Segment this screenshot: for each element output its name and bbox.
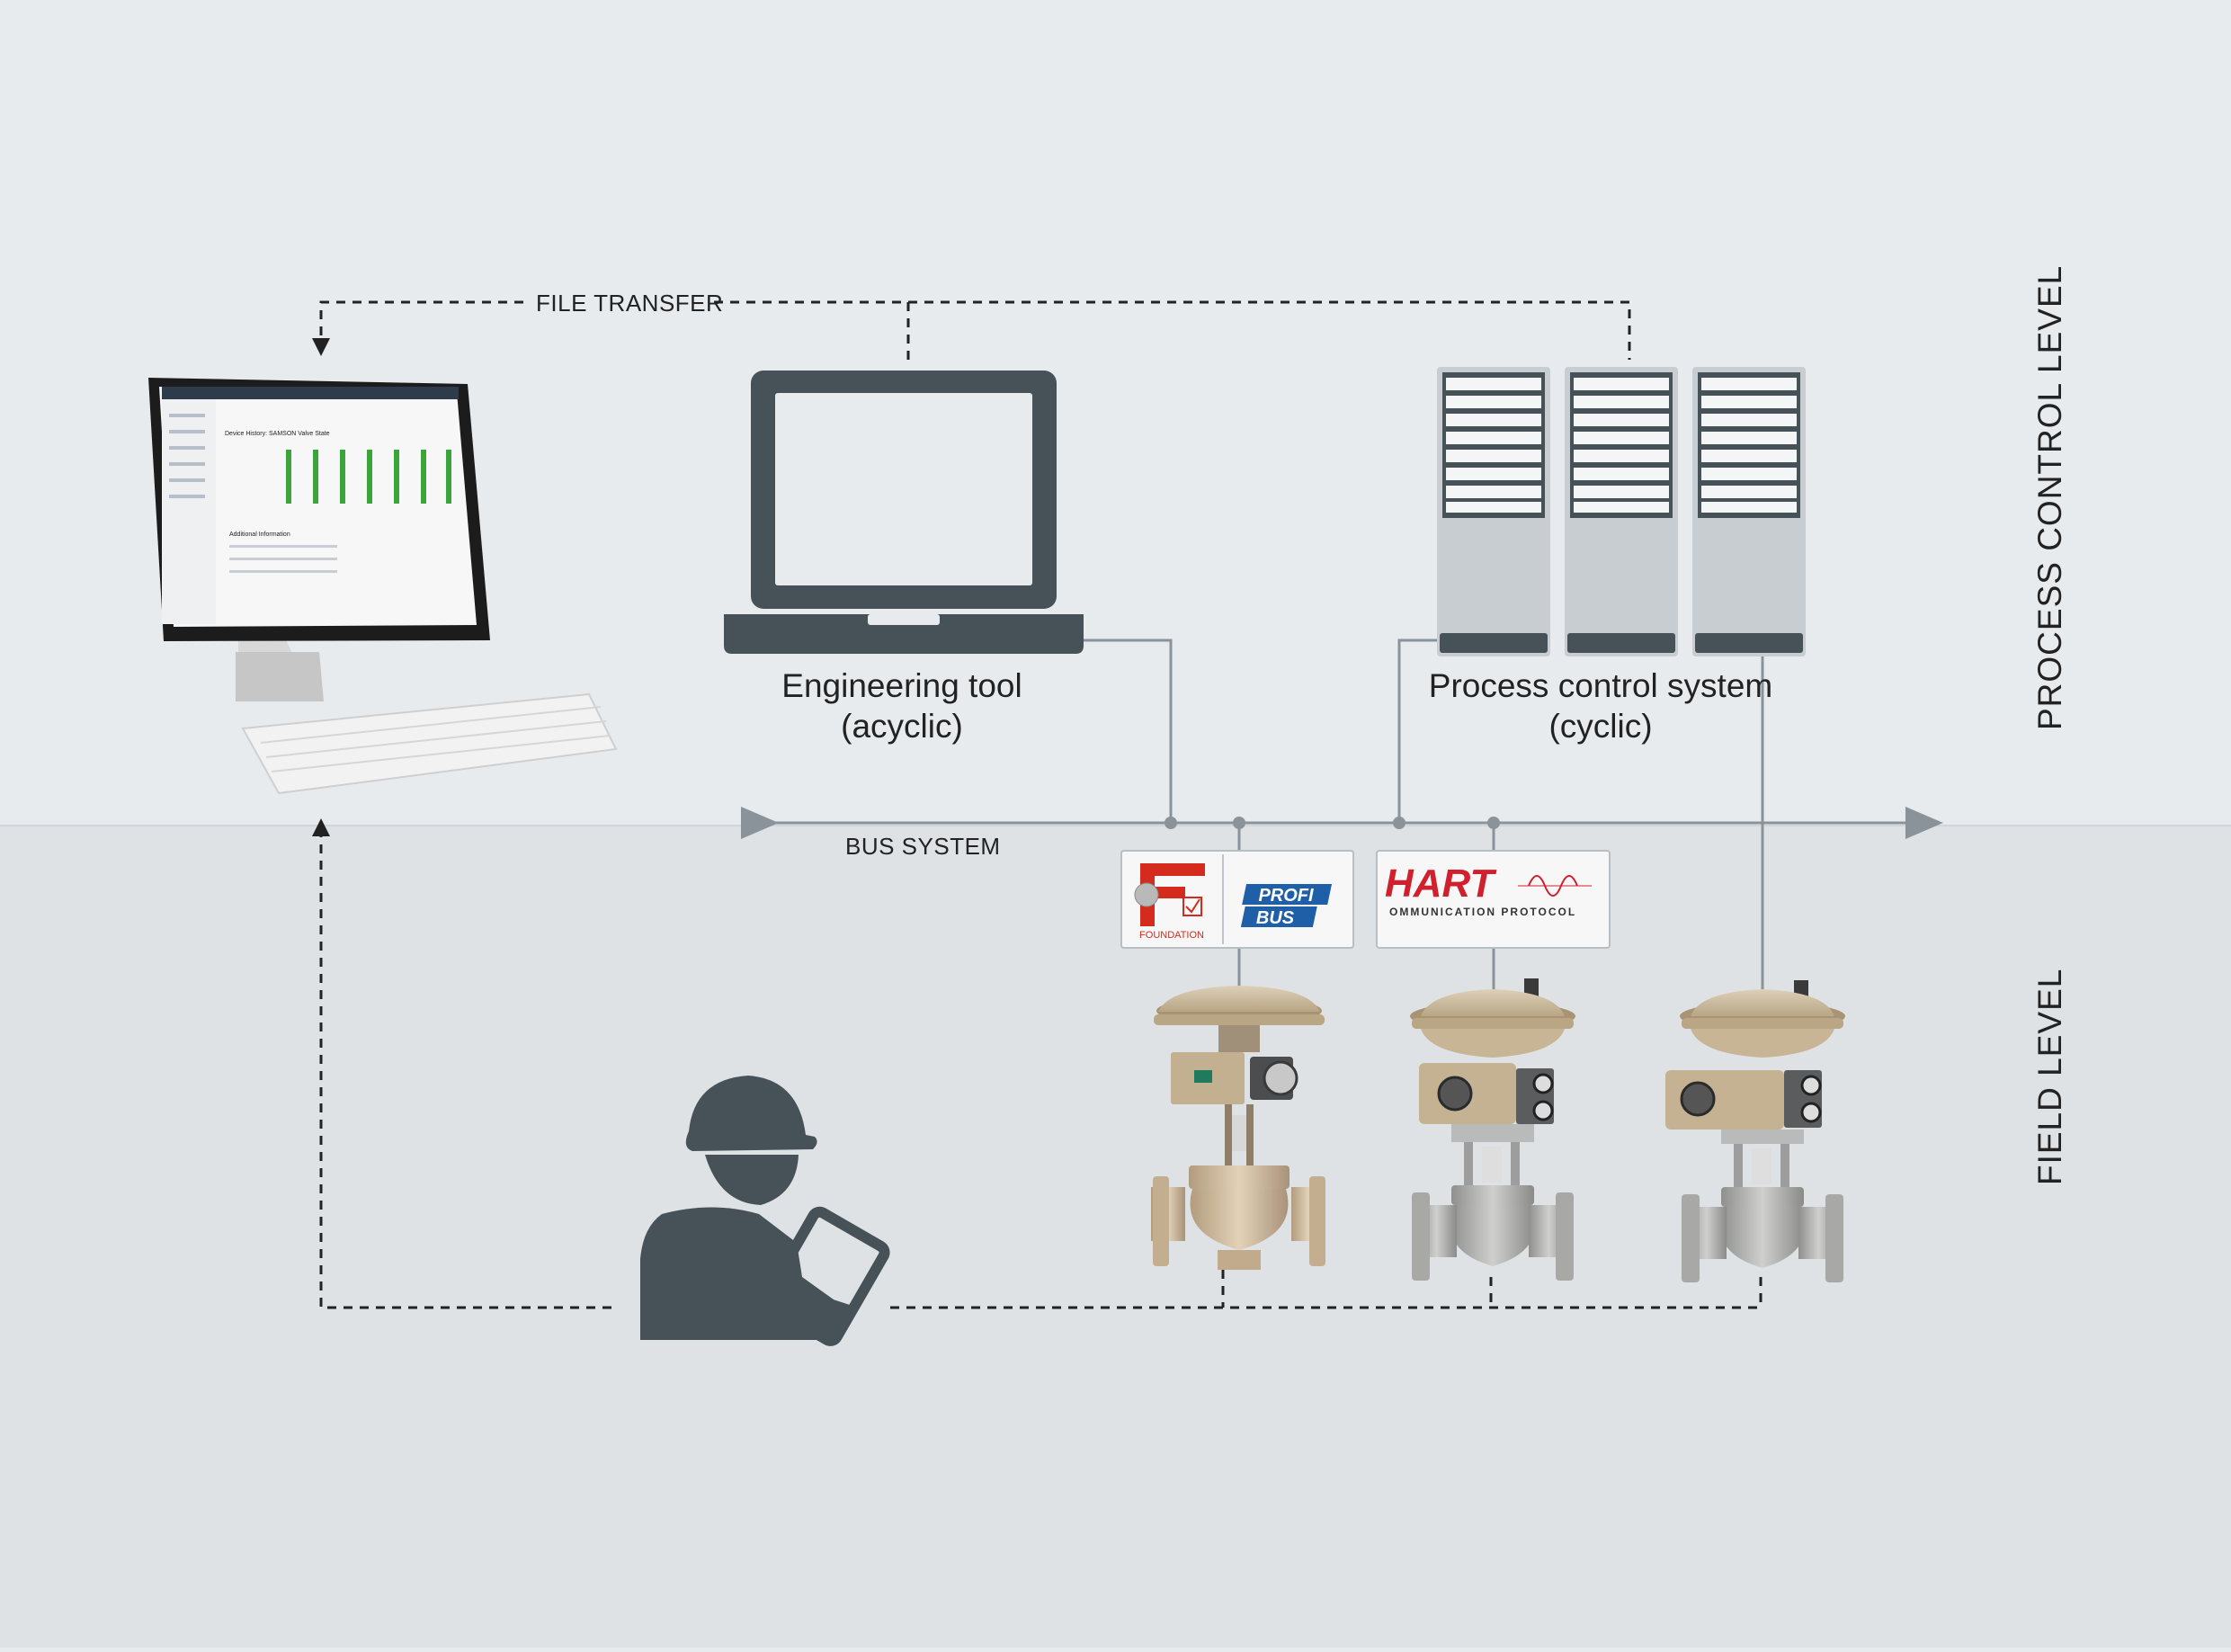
field-level-label: FIELD LEVEL [2031,969,2068,1185]
technician-icon [640,1076,890,1346]
server-racks-icon [1437,367,1806,656]
screen-section-title: Device History: SAMSON Valve State [225,431,330,437]
file-transfer-arrowhead [312,338,330,356]
profibus-logo: PROFI BUS [1240,884,1333,928]
hart-logo-text: HART [1385,862,1497,906]
server-rack-1 [1437,367,1550,656]
foundation-fieldbus-logo: FOUNDATION [1134,863,1205,941]
foundation-logo-text: FOUNDATION [1139,930,1204,941]
control-valve-2 [1410,978,1575,1281]
profibus-logo-top: PROFI [1258,886,1314,906]
server-rack-3 [1692,367,1806,656]
bus-nodes [1165,817,1500,829]
process-control-system-sublabel: (cyclic) [1548,708,1652,745]
process-control-system-label: Process control system [1429,667,1772,704]
laptop-icon [724,371,1084,654]
bus-system-label: BUS SYSTEM [845,833,1001,860]
field-path-arrowhead [312,818,330,836]
profibus-logo-bottom: BUS [1256,908,1295,928]
engineering-tool-label: Engineering tool [781,667,1022,704]
control-valve-1 [1151,986,1325,1270]
control-valve-3 [1665,980,1845,1282]
server-rack-2 [1565,367,1678,656]
engineering-tool-sublabel: (acyclic) [841,708,963,745]
hart-logo-box: HART OMMUNICATION PROTOCOL [1376,850,1611,949]
field-zone [0,826,2231,1648]
field-dashed-path [319,836,1762,1309]
file-transfer-path [319,300,1631,360]
process-control-level-label: PROCESS CONTROL LEVEL [2031,265,2068,730]
desktop-computer-icon: Device History: SAMSON Valve State Addit… [148,378,618,795]
foundation-profibus-logo-box: FOUNDATION PROFI BUS [1120,850,1354,949]
file-transfer-label: FILE TRANSFER [536,290,723,317]
hart-logo-subtext: OMMUNICATION PROTOCOL [1389,906,1576,918]
screen-additional-info: Additional Information [229,531,290,538]
